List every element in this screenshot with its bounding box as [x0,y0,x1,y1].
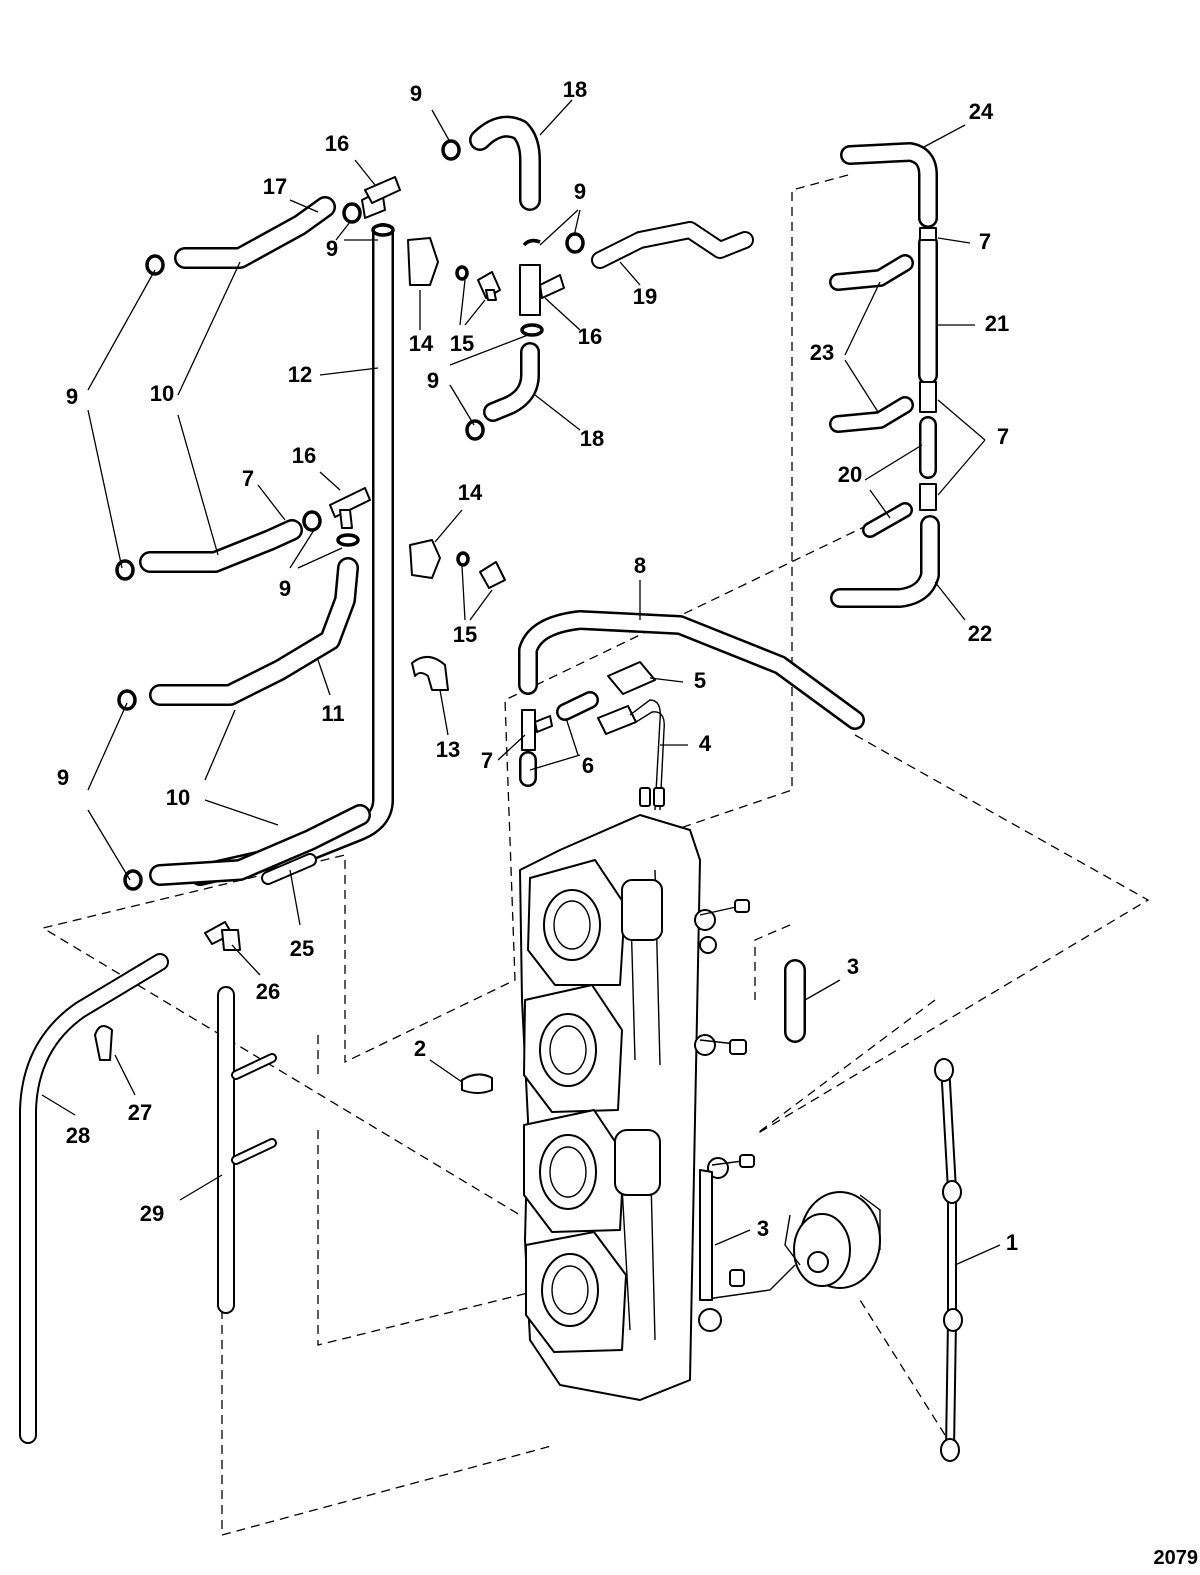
hose-19 [591,221,754,269]
document-number: 2079 [1154,1547,1199,1569]
callout-23: 23 [810,340,834,365]
callout-22: 22 [968,621,992,646]
hose-8 [518,610,865,730]
tube-29 [217,986,277,1314]
screws [455,265,506,589]
callout-15: 15 [450,331,474,356]
callout-2: 2 [414,1036,426,1061]
bracket-clips [94,237,493,1094]
callout-3: 3 [847,954,859,979]
callout-15: 15 [453,622,477,647]
callout-10: 10 [150,381,174,406]
callout-9: 9 [279,576,291,601]
callout-16: 16 [292,443,316,468]
callout-labels: 1 2 3 3 4 5 6 7 7 7 7 8 9 9 9 9 9 9 9 9 … [57,77,1018,1255]
callout-11: 11 [321,701,344,726]
callout-14: 14 [409,331,434,356]
callout-16: 16 [578,324,602,349]
hose-25 [261,853,317,885]
callout-13: 13 [436,737,460,762]
fitting-26 [204,921,241,951]
hose-23-upper [829,254,914,291]
callout-7: 7 [997,424,1009,449]
callout-26: 26 [256,979,280,1004]
callout-7: 7 [979,229,991,254]
callout-17: 17 [263,174,287,199]
callout-21: 21 [985,311,1009,336]
callout-9: 9 [57,765,69,790]
callout-19: 19 [633,284,657,309]
hose-23-lower [829,396,914,433]
callout-9: 9 [66,384,78,409]
carburetor-2 [523,984,623,1113]
callout-1: 1 [1006,1230,1018,1255]
callout-27: 27 [128,1100,152,1125]
callout-25: 25 [290,936,314,961]
hose-20 [862,416,937,538]
accelerator-pump [784,1191,881,1289]
callout-8: 8 [634,553,646,578]
callout-18: 18 [580,426,604,451]
hose-10-lower [149,804,371,886]
callout-18: 18 [563,77,587,102]
callout-9: 9 [574,179,586,204]
callout-24: 24 [969,99,994,124]
callout-9: 9 [427,368,439,393]
hose-22 [830,515,940,608]
callout-3: 3 [757,1216,769,1241]
fuel-filter-sensor [597,661,665,811]
carburetor-3 [523,1109,625,1233]
callout-10: 10 [166,785,190,810]
leader-lines [41,99,1001,1266]
hose-clamps [115,139,585,891]
hose-12 [189,223,394,886]
callout-7: 7 [242,466,254,491]
callout-20: 20 [838,462,862,487]
callout-12: 12 [288,362,312,387]
callout-16: 16 [325,131,349,156]
callout-6: 6 [582,753,594,778]
carburetor-assembly [519,814,796,1401]
callout-4: 4 [699,731,712,756]
callout-9: 9 [326,236,338,261]
hose-10-middle [139,519,303,573]
callout-7: 7 [481,748,493,773]
hose-18-lower [483,342,540,422]
callout-5: 5 [694,668,706,693]
callout-9: 9 [410,81,422,106]
wiring-harness-1 [934,1058,963,1462]
hose-18-upper [469,115,541,211]
callout-14: 14 [458,480,483,505]
hose-24 [840,142,938,228]
hose-28 [19,953,169,1444]
carburetor-4 [525,1231,627,1353]
hose-6 [519,691,599,787]
hose-11 [149,557,359,706]
tee-fittings [329,176,937,751]
callout-29: 29 [140,1201,164,1226]
carburetor-1 [527,859,626,986]
hose-10-upper [174,196,336,269]
callout-28: 28 [66,1123,90,1148]
